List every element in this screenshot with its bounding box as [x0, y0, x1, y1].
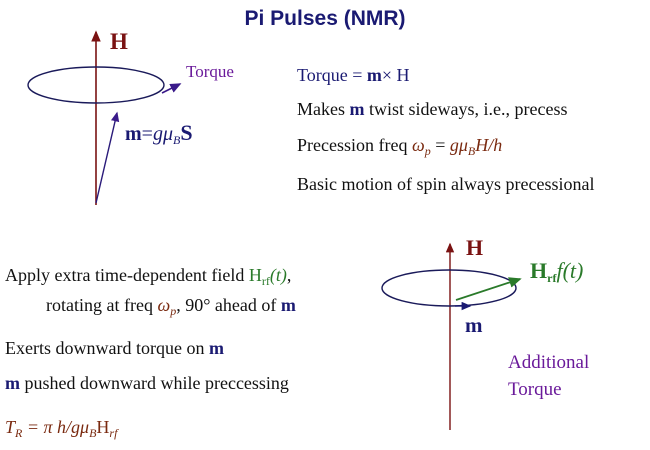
h-label-bottom: H: [466, 235, 484, 260]
bullet-downward-torque: Exerts downward torque on m: [5, 338, 224, 358]
bullet-rotating: rotating at freq ωp, 90° ahead of m: [46, 295, 296, 318]
bullet-twist: Makes m twist sideways, i.e., precess: [297, 99, 568, 119]
bullet-basic-motion: Basic motion of spin always precessional: [297, 174, 595, 194]
moment-arrow: [95, 111, 120, 204]
precession-orbit: [27, 66, 165, 104]
torque-label: Torque: [186, 62, 234, 81]
precession-orbit-bottom: [381, 269, 517, 307]
page-title: Pi Pulses (NMR): [244, 7, 406, 30]
m-label-bottom: m: [465, 313, 483, 337]
moment-equation: m=gμBS: [125, 120, 193, 147]
rf-field-arrow: [455, 277, 522, 301]
bullet-torque: Torque = m× H: [297, 65, 410, 85]
rf-field-label: Hrff(t): [530, 258, 584, 285]
torque-label-bottom: Torque: [508, 379, 562, 400]
pulse-duration-equation: TR = π h/gμBHrf: [5, 417, 118, 440]
h-label: H: [110, 29, 128, 54]
bullet-apply-field: Apply extra time-dependent field Hrf(t),: [5, 265, 292, 288]
additional-label: Additional: [508, 352, 590, 373]
bullet-precession-freq: Precession freq ωp = gμBH/h: [297, 135, 503, 158]
torque-arrow: [161, 83, 182, 94]
bullet-pushed-downward: m pushed downward while preccessing: [5, 373, 289, 393]
